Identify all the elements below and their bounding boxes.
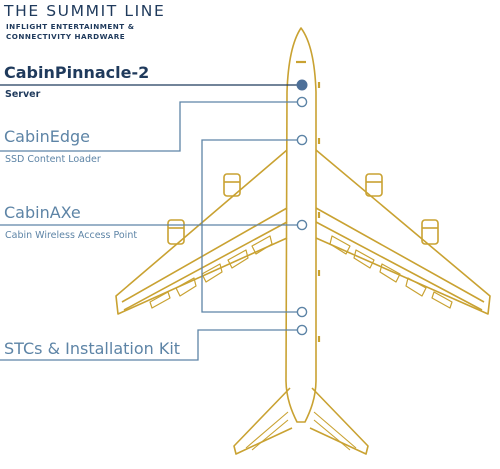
product-subtitle-axe: Cabin Wireless Access Point <box>5 230 138 241</box>
callout-line-stcs <box>0 329 298 361</box>
stabilizer-details <box>245 411 357 451</box>
marker-edge <box>296 96 308 108</box>
right-wing <box>315 149 491 315</box>
left-wing-flaps <box>149 235 273 309</box>
marker-stcs <box>296 324 308 336</box>
right-engines <box>365 173 439 245</box>
callout-line-edge <box>0 101 298 152</box>
product-subtitle-pinnacle: Server <box>5 89 41 100</box>
marker-pinnacle <box>296 79 308 91</box>
tagline-line-2: CONNECTIVITY HARDWARE <box>6 32 126 41</box>
left-wing-flap <box>121 207 288 311</box>
marker-axe <box>296 219 308 231</box>
product-name-axe: CabinAXe <box>4 203 81 222</box>
aircraft-outline <box>115 27 491 455</box>
right-wing-flap <box>315 207 485 311</box>
product-name-pinnacle: CabinPinnacle-2 <box>4 63 150 82</box>
right-wing-flaps <box>329 235 453 309</box>
tagline-line-1: INFLIGHT ENTERTAINMENT & <box>6 22 135 31</box>
fuselage <box>285 27 317 423</box>
product-name-stcs: STCs & Installation Kit <box>4 339 181 358</box>
marker-edge-3 <box>296 306 308 318</box>
callout-markers <box>296 79 308 336</box>
page-title: THE SUMMIT LINE <box>4 2 166 20</box>
product-name-edge: CabinEdge <box>4 127 90 146</box>
callout-line-edge-lower <box>201 139 298 313</box>
callout-lines <box>0 84 298 361</box>
marker-edge-2 <box>296 134 308 146</box>
right-stabilizer <box>309 387 369 455</box>
product-subtitle-edge: SSD Content Loader <box>5 154 101 165</box>
left-engines <box>167 173 241 245</box>
left-stabilizer <box>233 387 293 455</box>
